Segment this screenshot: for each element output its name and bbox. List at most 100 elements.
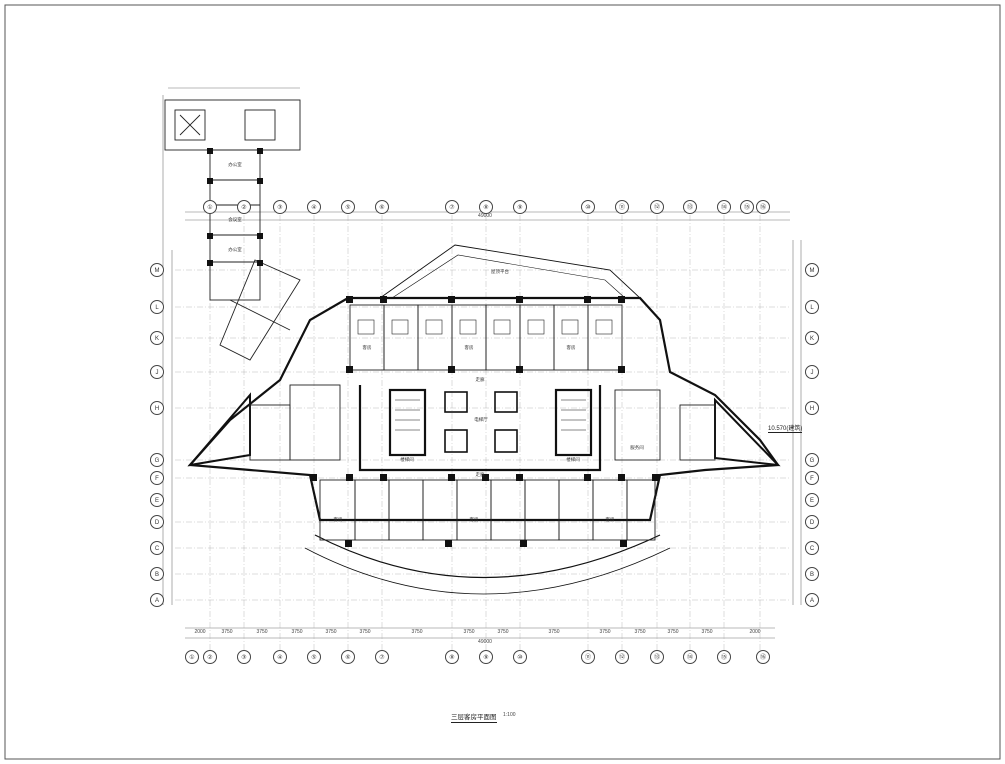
side-wing-rooms bbox=[249, 384, 716, 461]
office-wing bbox=[164, 99, 301, 361]
room-label-office-1: 办公室 bbox=[228, 163, 242, 168]
dim-bottom-3: 3750 bbox=[256, 629, 268, 635]
room-label-corridor-north: 走廊 bbox=[475, 378, 485, 383]
axis-right-J: J bbox=[805, 365, 819, 379]
axis-top-3: ③ bbox=[273, 200, 287, 214]
axis-left-D: D bbox=[150, 515, 164, 529]
dim-top-overall: 49000 bbox=[478, 213, 492, 219]
axis-bottom-8: ⑧ bbox=[445, 650, 459, 664]
dim-bottom-4: 3750 bbox=[291, 629, 303, 635]
axis-top-16: ⑯ bbox=[756, 200, 770, 214]
axis-bottom-15: ⑮ bbox=[717, 650, 731, 664]
axis-bottom-3: ③ bbox=[237, 650, 251, 664]
grid-lines bbox=[175, 215, 790, 650]
dim-bottom-10: 3750 bbox=[548, 629, 560, 635]
axis-left-J: J bbox=[150, 365, 164, 379]
axis-bottom-5: ⑤ bbox=[307, 650, 321, 664]
axis-top-14: ⑭ bbox=[717, 200, 731, 214]
axis-right-L: L bbox=[805, 300, 819, 314]
axis-top-10: ⑩ bbox=[581, 200, 595, 214]
axis-top-7: ⑦ bbox=[445, 200, 459, 214]
room-label-stair-east: 楼梯间 bbox=[566, 458, 580, 463]
axis-left-E: E bbox=[150, 493, 164, 507]
axis-top-11: ⑪ bbox=[615, 200, 629, 214]
axis-bottom-1: ① bbox=[185, 650, 199, 664]
dim-bottom-15: 2000 bbox=[749, 629, 761, 635]
guest-rooms-north bbox=[349, 304, 623, 371]
dim-bottom-overall: 49000 bbox=[478, 639, 492, 645]
drawing-scale: 1:100 bbox=[503, 712, 516, 718]
room-label-elevator-hall: 电梯厅 bbox=[474, 418, 488, 423]
axis-left-M: M bbox=[150, 263, 164, 277]
axis-top-2: ② bbox=[237, 200, 251, 214]
guest-room-beds-north bbox=[357, 319, 613, 335]
axis-right-H: H bbox=[805, 401, 819, 415]
dim-bottom-6: 3750 bbox=[359, 629, 371, 635]
axis-bottom-12: ⑫ bbox=[615, 650, 629, 664]
axis-top-9: ⑨ bbox=[513, 200, 527, 214]
axis-bottom-7: ⑦ bbox=[375, 650, 389, 664]
axis-top-1: ① bbox=[203, 200, 217, 214]
dim-bottom-13: 3750 bbox=[667, 629, 679, 635]
axis-left-L: L bbox=[150, 300, 164, 314]
axis-right-G: G bbox=[805, 453, 819, 467]
level-mark: 10.570(建筑) bbox=[768, 423, 803, 433]
room-label-meeting: 会议室 bbox=[228, 218, 242, 223]
axis-bottom-13: ⑬ bbox=[650, 650, 664, 664]
office-columns bbox=[207, 148, 263, 266]
axis-right-E: E bbox=[805, 493, 819, 507]
dim-bottom-2: 3750 bbox=[221, 629, 233, 635]
dim-bottom-5: 3750 bbox=[325, 629, 337, 635]
structural-columns bbox=[310, 296, 659, 547]
dim-bottom-7: 3750 bbox=[411, 629, 423, 635]
room-label-service: 服务间 bbox=[630, 446, 644, 451]
axis-top-12: ⑫ bbox=[650, 200, 664, 214]
room-label-guest-room-n2: 客房 bbox=[464, 346, 474, 351]
room-label-office-2: 办公室 bbox=[228, 248, 242, 253]
axis-bottom-11: ⑪ bbox=[581, 650, 595, 664]
room-label-stair-west: 楼梯间 bbox=[400, 458, 414, 463]
axis-top-15: ⑮ bbox=[740, 200, 754, 214]
axis-top-5: ⑤ bbox=[341, 200, 355, 214]
dim-bottom-8: 3750 bbox=[463, 629, 475, 635]
axis-left-K: K bbox=[150, 331, 164, 345]
axis-top-6: ⑥ bbox=[375, 200, 389, 214]
axis-left-G: G bbox=[150, 453, 164, 467]
axis-right-B: B bbox=[805, 567, 819, 581]
axis-top-8: ⑧ bbox=[479, 200, 493, 214]
room-label-guest-room-s1: 客房 bbox=[333, 518, 343, 523]
room-label-guest-room-n1: 客房 bbox=[362, 346, 372, 351]
axis-bottom-9: ⑨ bbox=[479, 650, 493, 664]
axis-left-H: H bbox=[150, 401, 164, 415]
room-label-roof: 屋顶平台 bbox=[491, 270, 509, 275]
axis-right-A: A bbox=[805, 593, 819, 607]
guest-rooms-south bbox=[319, 479, 656, 541]
axis-bottom-4: ④ bbox=[273, 650, 287, 664]
axis-bottom-16: ⑯ bbox=[756, 650, 770, 664]
room-label-corridor-south: 走廊 bbox=[475, 473, 485, 478]
dim-bottom-11: 3750 bbox=[599, 629, 611, 635]
sheet-border bbox=[4, 4, 1001, 760]
dim-bottom-9: 3750 bbox=[497, 629, 509, 635]
axis-left-A: A bbox=[150, 593, 164, 607]
axis-top-13: ⑬ bbox=[683, 200, 697, 214]
dimension-lines bbox=[162, 87, 802, 639]
axis-bottom-10: ⑩ bbox=[513, 650, 527, 664]
axis-right-M: M bbox=[805, 263, 819, 277]
axis-bottom-2: ② bbox=[203, 650, 217, 664]
drawing-title: 三层客房平面图 bbox=[451, 713, 497, 723]
axis-left-B: B bbox=[150, 567, 164, 581]
room-label-guest-room-n3: 客房 bbox=[566, 346, 576, 351]
axis-right-C: C bbox=[805, 541, 819, 555]
axis-right-F: F bbox=[805, 471, 819, 485]
axis-left-C: C bbox=[150, 541, 164, 555]
dim-bottom-1: 2000 bbox=[194, 629, 206, 635]
axis-left-F: F bbox=[150, 471, 164, 485]
room-label-guest-room-s2: 客房 bbox=[469, 518, 479, 523]
axis-bottom-6: ⑥ bbox=[341, 650, 355, 664]
dim-bottom-12: 3750 bbox=[634, 629, 646, 635]
axis-bottom-14: ⑭ bbox=[683, 650, 697, 664]
dim-bottom-14: 3750 bbox=[701, 629, 713, 635]
